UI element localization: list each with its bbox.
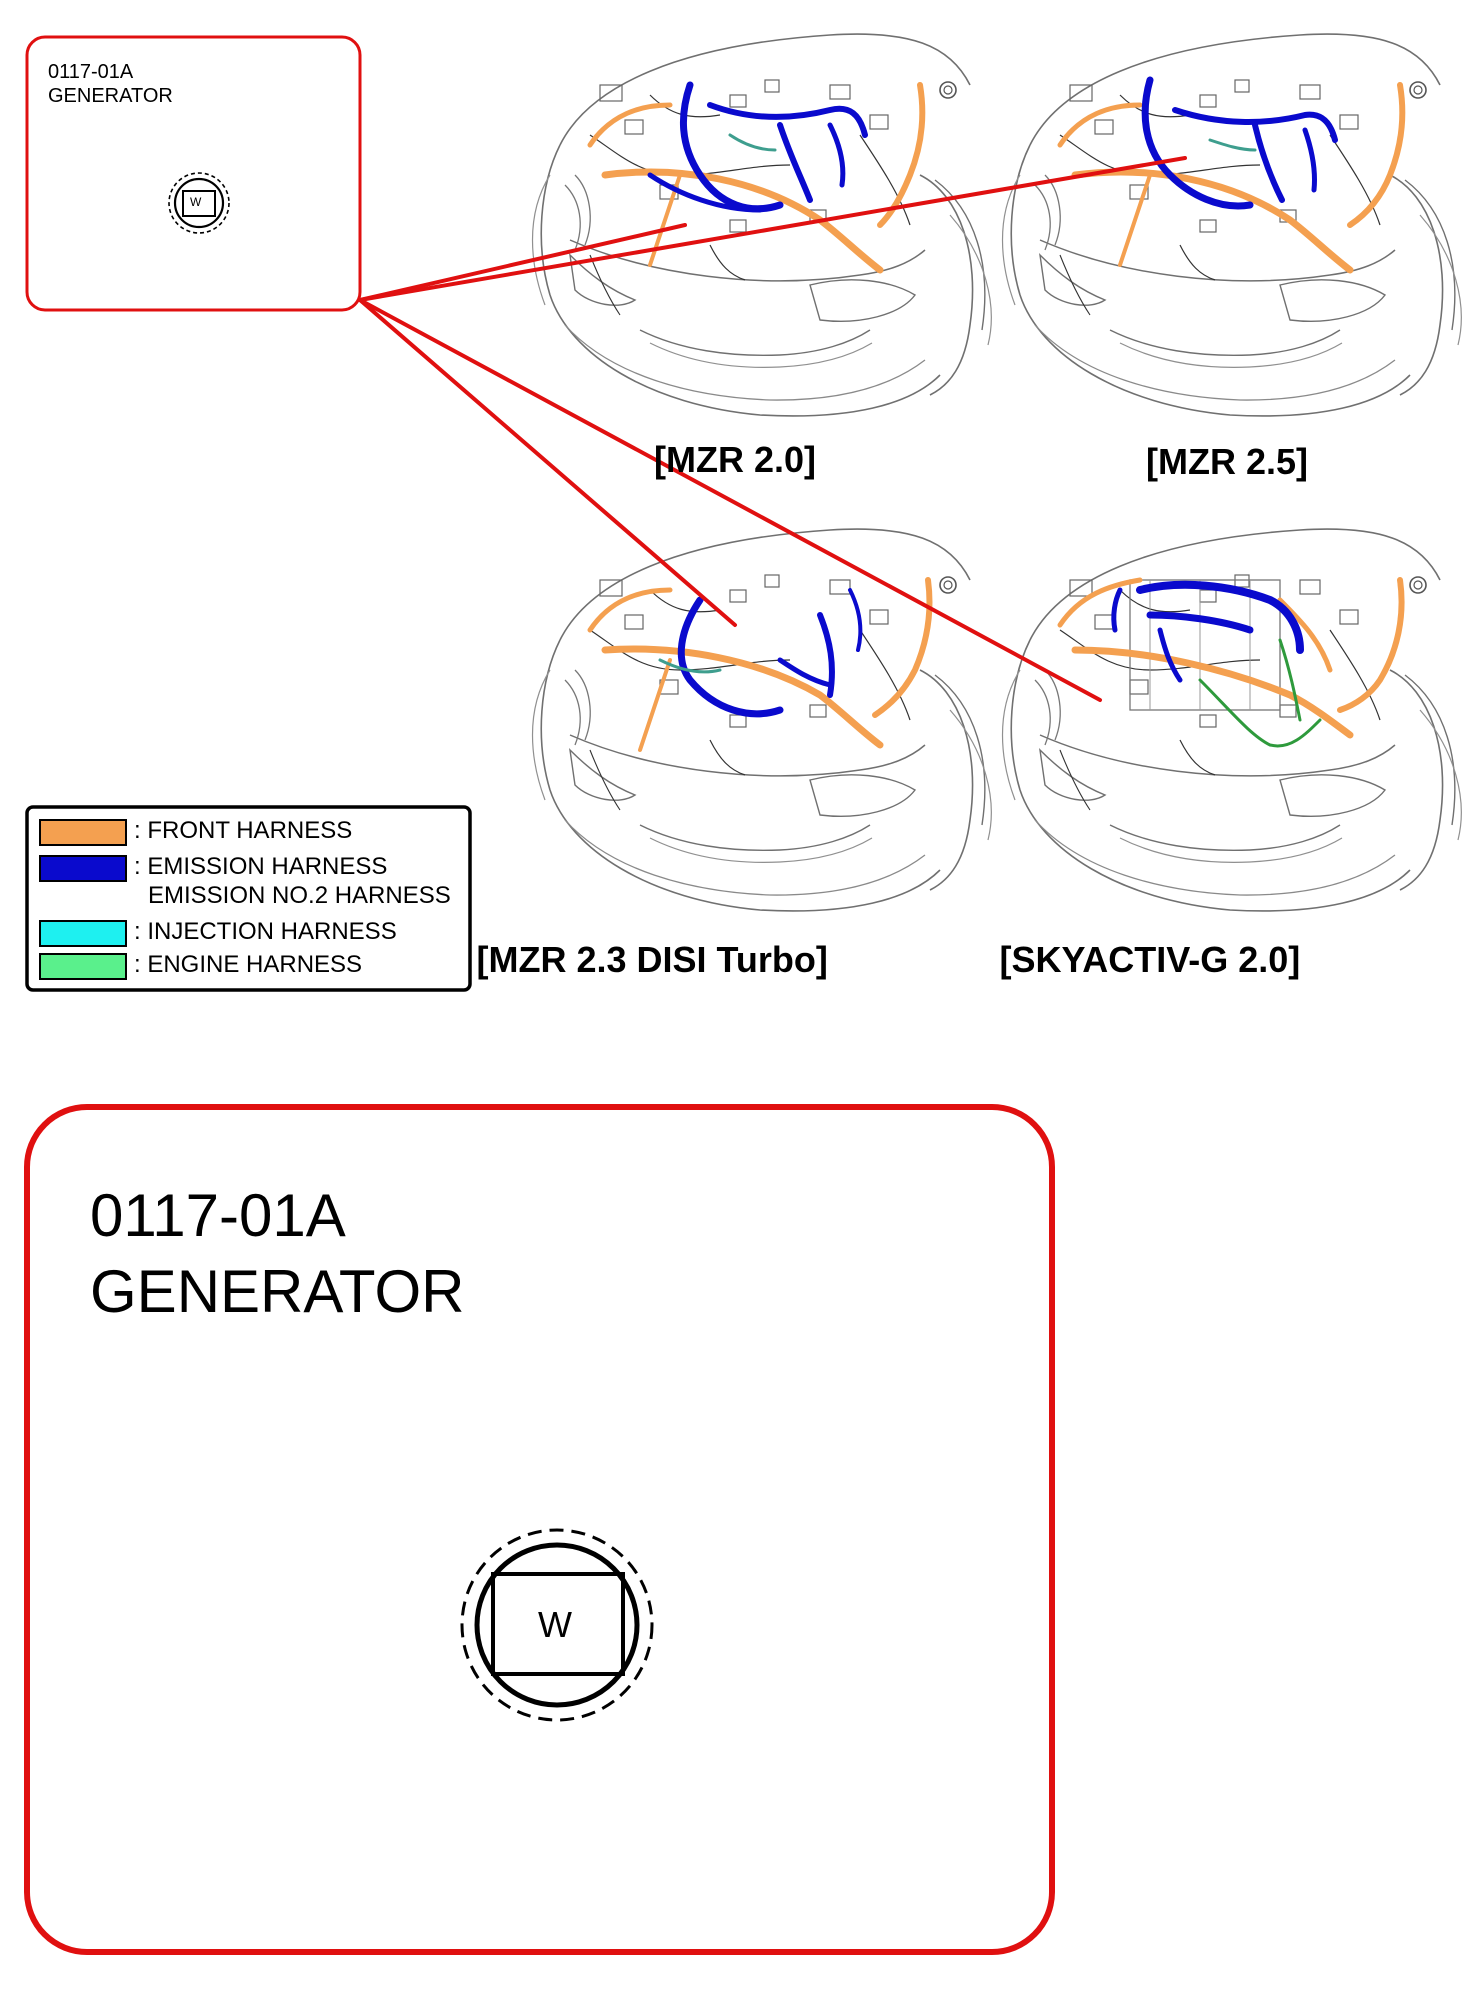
engine-caption-mzr25: [MZR 2.5]: [1146, 441, 1308, 482]
large-callout-name: GENERATOR: [90, 1258, 465, 1325]
legend-label-injection: : INJECTION HARNESS: [134, 918, 397, 945]
large-callout-frame: [24, 1104, 1055, 1955]
large-connector-symbol: [460, 1528, 654, 1722]
legend-swatch-front: [39, 819, 127, 846]
legend-frame: [25, 805, 472, 992]
engine-view-skyactiv: [1001, 528, 1463, 912]
small-callout-code: 0117-01A: [48, 61, 134, 83]
engine-view-mzr23: [531, 528, 993, 912]
small-callout-name: GENERATOR: [48, 85, 173, 107]
small-connector-symbol: [168, 172, 230, 234]
legend-label-emission: : EMISSION HARNESS: [134, 853, 388, 880]
legend-swatch-injection: [39, 920, 127, 947]
legend-swatches: [39, 819, 127, 980]
engine-caption-mzr20: [MZR 2.0]: [654, 439, 816, 480]
legend-swatch-emission: [39, 855, 127, 882]
small-connector-letter: W: [190, 195, 202, 209]
large-callout-code: 0117-01A: [90, 1182, 346, 1249]
engine-view-mzr25: [1001, 33, 1463, 417]
legend-swatch-engine: [39, 953, 127, 980]
legend-label-front: : FRONT HARNESS: [134, 817, 353, 844]
legend-label-emission-no2: EMISSION NO.2 HARNESS: [148, 882, 451, 909]
engine-caption-skyactiv: [SKYACTIV-G 2.0]: [999, 939, 1301, 980]
leader-lines: [358, 156, 1187, 702]
legend-label-engine: : ENGINE HARNESS: [134, 951, 363, 978]
engine-caption-mzr23: [MZR 2.3 DISI Turbo]: [476, 939, 828, 980]
engine-view-mzr20: [531, 33, 993, 417]
large-connector-letter: W: [538, 1604, 572, 1645]
